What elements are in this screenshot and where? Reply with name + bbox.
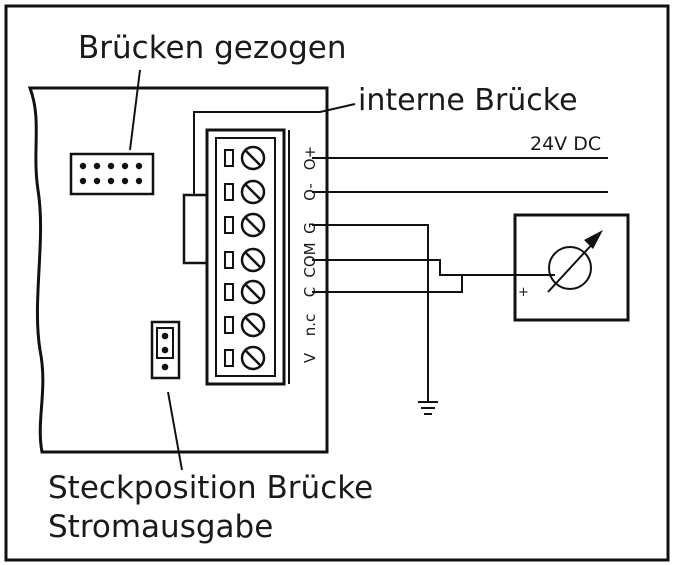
terminal-label: O- — [301, 183, 319, 201]
header-pin — [93, 162, 101, 170]
screw-terminal — [224, 247, 266, 273]
header-pin — [135, 177, 143, 185]
screw-terminal — [224, 145, 266, 171]
meter-plus-label: + — [518, 285, 529, 300]
screw-terminal — [224, 345, 266, 371]
jumper-header-block — [69, 152, 155, 196]
leader-line-jumper-position — [167, 391, 183, 471]
header-pin — [93, 177, 101, 185]
header-pin — [135, 162, 143, 170]
header-pin — [121, 162, 129, 170]
terminal-label: C — [301, 287, 319, 297]
outer-frame — [4, 4, 670, 562]
terminal-label: G — [301, 222, 319, 234]
header-pin — [79, 177, 87, 185]
wire-com — [312, 259, 555, 276]
label-supply-voltage: 24V DC — [530, 133, 601, 155]
terminal-label: V — [301, 352, 319, 363]
internal-jumper-bracket — [182, 103, 356, 265]
terminal-label: COM — [301, 242, 319, 277]
terminal-label: O+ — [301, 146, 319, 170]
screw-terminal — [224, 179, 266, 205]
terminal-block — [205, 128, 290, 386]
meter-dial — [548, 246, 592, 290]
label-jumpers-removed: Brücken gezogen — [78, 30, 347, 66]
screw-terminal — [224, 212, 266, 238]
current-output-jumper — [150, 320, 181, 380]
label-jumper-position-line2: Stromausgabe — [48, 509, 273, 545]
header-pin — [107, 162, 115, 170]
screw-terminal — [224, 312, 266, 338]
label-internal-jumper: interne Brücke — [358, 83, 578, 118]
header-pin — [79, 162, 87, 170]
screw-terminal — [224, 279, 266, 305]
terminal-labels: Vn.c C COM G O- O+ — [301, 146, 319, 363]
header-pin — [107, 177, 115, 185]
leader-line-jumpers — [129, 69, 141, 151]
wire-ground — [312, 224, 429, 402]
meter-arrow-icon — [584, 230, 603, 249]
label-jumper-position-line1: Steckposition Brücke — [48, 470, 373, 506]
device-housing — [27, 86, 329, 454]
ground-symbol — [418, 401, 438, 415]
wire-c — [312, 274, 555, 293]
wiring — [312, 157, 608, 402]
terminal-label: n.c — [301, 314, 319, 337]
meter-instrument: + — [513, 213, 630, 322]
header-pin — [121, 177, 129, 185]
